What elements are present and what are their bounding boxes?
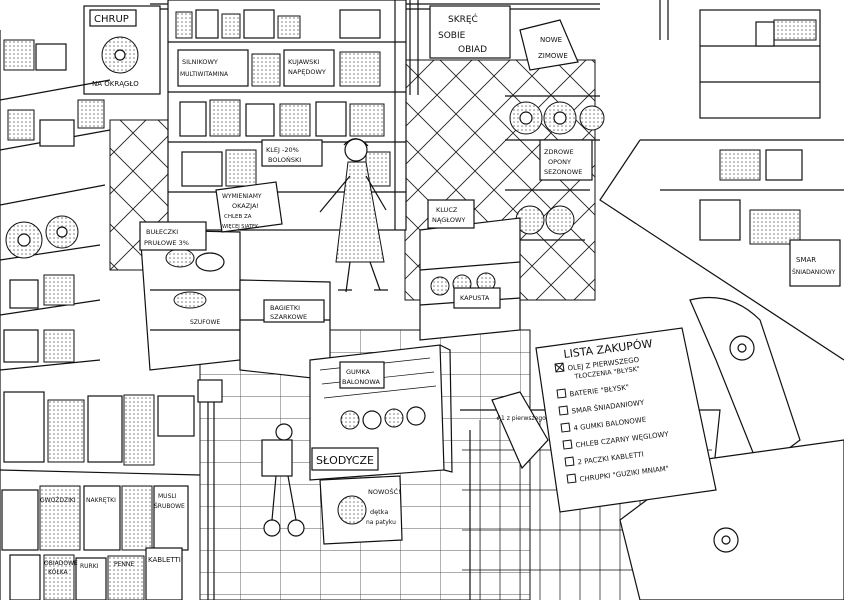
- checkbox-icon: [566, 473, 577, 484]
- shopping-list: LISTA ZAKUPÓW OLEJ Z PIERWSZEGOTŁOCZENIA…: [535, 327, 717, 513]
- siatki-label: WIĘCEJ SIATEK: [222, 224, 259, 230]
- opony-label: OPONY: [548, 158, 571, 166]
- sweets-bin: SŁODYCZE GUMKA BALONOWA NOWOŚĆ! dętka na…: [309, 344, 453, 545]
- chrup-sign: CHRUP NA OKRĄGŁO: [83, 5, 161, 95]
- tyre-shelf: ZDROWE OPONY SEZONOWE: [505, 95, 605, 241]
- nowe-label: NOWE: [540, 36, 562, 44]
- checkbox-icon: [556, 388, 567, 399]
- chleb-za-label: CHLEB ZA: [224, 214, 252, 220]
- wymieniamy-label: WYMIENIAMY: [222, 193, 262, 200]
- woman-shopper: [319, 138, 388, 293]
- klucz-label: KLUCZ: [436, 206, 458, 214]
- nakretki-label: NAKRĘTKI: [86, 497, 116, 504]
- gumka-label: GUMKA: [346, 368, 371, 376]
- kabletti-label: KABLETTI: [148, 556, 181, 564]
- multiwitamina-label: MULTIWITAMINA: [180, 71, 229, 78]
- chrup-label: CHRUP: [94, 14, 129, 25]
- szarkowe-label: SZARKOWE: [270, 313, 307, 321]
- klej-label: KLEJ -20%: [266, 146, 299, 154]
- silnikowy-label: SILNIKOWY: [182, 58, 218, 66]
- small-robot: [261, 423, 305, 537]
- bolonski-label: BOLOŃSKI: [268, 155, 301, 164]
- bottom-left-bags: GWOŹDZIKI NAKRĘTKI MUSLI ŚRUBOWE OBIADOW…: [0, 469, 201, 600]
- bagietki-label: BAGIETKI: [270, 304, 300, 312]
- lamp-post: [197, 379, 223, 600]
- left-shelves: [0, 30, 195, 600]
- bakery-bins: BUŁECZKI PRUŁOWE 3% WYMIENIAMY OKAZJA! C…: [139, 181, 331, 381]
- szufowe-label: SZUFOWE: [190, 319, 220, 326]
- smar-label: SMAR: [796, 256, 816, 264]
- gwozdziki-label: GWOŹDZIKI: [40, 496, 76, 504]
- nowosc-label: NOWOŚĆ!: [368, 487, 401, 496]
- obiadowe-label: OBIADOWE: [44, 560, 78, 567]
- kujawski-label: KUJAWSKI: [288, 58, 320, 66]
- detka-label: dętka: [370, 508, 388, 516]
- prulowe-label: PRUŁOWE 3%: [144, 239, 189, 247]
- kapusta-label: KAPUSTA: [460, 294, 490, 302]
- sobie-label: SOBIE: [438, 31, 466, 41]
- balonowa-label: BALONOWA: [342, 378, 380, 386]
- na-patyku-label: na patyku: [366, 519, 396, 526]
- napedowy-label: NAPĘDOWY: [288, 68, 326, 76]
- produce-bin: KLUCZ NĄGŁOWY KAPUSTA: [419, 199, 521, 341]
- penne-label: PENNE: [114, 561, 134, 568]
- skrec-sign: SKRĘĆ SOBIE OBIAD: [429, 5, 511, 59]
- right-storeroom: SMAR ŚNIADANIOWY: [599, 9, 844, 361]
- skrec-label: SKRĘĆ: [448, 13, 478, 25]
- sniadaniowy-label: ŚNIADANIOWY: [792, 269, 836, 276]
- check-mark-icon: [554, 362, 565, 373]
- zimowe-label: ZIMOWE: [538, 52, 568, 60]
- bulki-label: BUŁECZKI: [146, 228, 178, 236]
- checkbox-icon: [562, 439, 573, 450]
- checkbox-icon: [560, 422, 571, 433]
- srubowe-label: ŚRUBOWE: [154, 503, 185, 510]
- checkbox-icon: [558, 405, 569, 416]
- okazja-label: OKAZJA!: [232, 202, 259, 210]
- kolka-label: KÓŁKA: [48, 569, 69, 576]
- nowe-zimowe-sign: NOWE ZIMOWE: [519, 19, 579, 71]
- rurki-label: RURKI: [80, 563, 99, 570]
- trolley-label: #1 z pierwszego tłoczenia: [496, 415, 575, 422]
- naglowy-label: NĄGŁOWY: [432, 216, 465, 224]
- na-okraglo-label: NA OKRĄGŁO: [92, 80, 139, 88]
- obiad-label: OBIAD: [458, 45, 487, 55]
- slodycze-label: SŁODYCZE: [316, 454, 374, 467]
- musli-label: MUSLI: [158, 493, 177, 500]
- checkbox-icon: [564, 456, 575, 467]
- sezonowe-label: SEZONOWE: [544, 168, 582, 176]
- zdrowe-label: ZDROWE: [544, 148, 574, 156]
